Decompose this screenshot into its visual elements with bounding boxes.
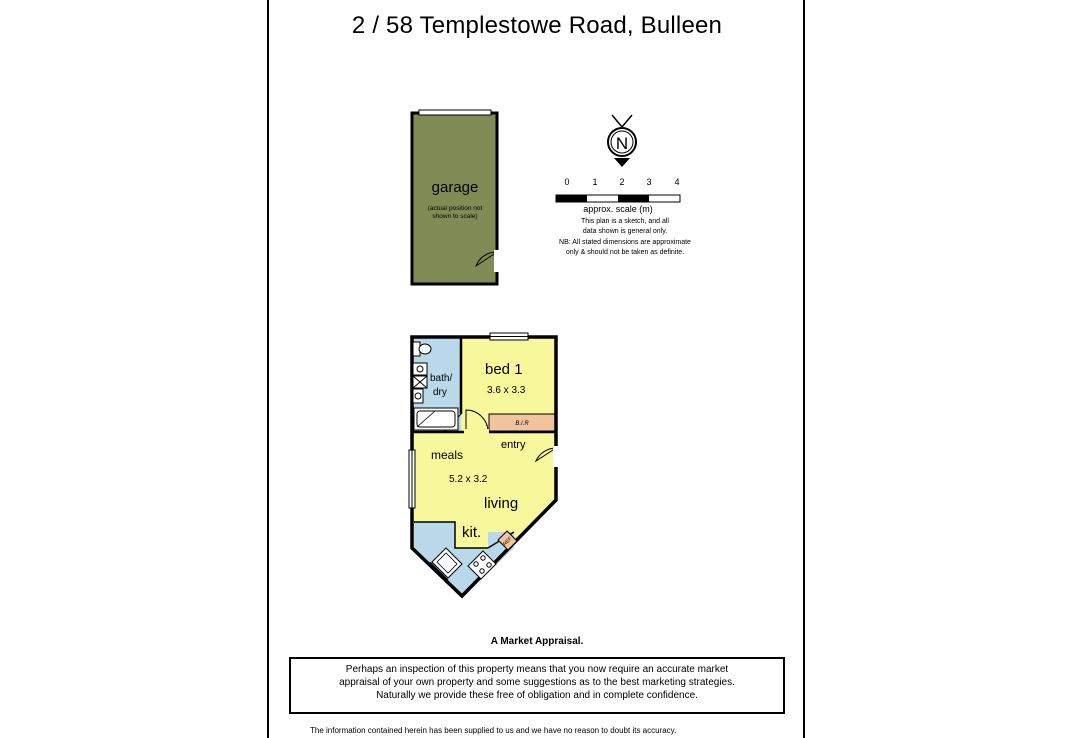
kitchen-bench-edge [414, 521, 488, 549]
fridge-label: REF [502, 536, 513, 547]
bed1-label: bed 1 [485, 361, 523, 378]
garage-door-opening [418, 109, 492, 116]
unit-floor-plan: B.I.R [408, 332, 559, 599]
garage-block: garage (actual position not shown to sca… [410, 109, 500, 286]
plan-note-line-1: This plan is a sketch, and all [581, 218, 669, 225]
bed1-dimensions: 3.6 x 3.3 [487, 385, 526, 396]
dryer-icon [412, 375, 428, 389]
garage-note-line-2: shown to scale) [432, 213, 477, 220]
fridge-icon: REF [497, 530, 518, 551]
garage-label: garage [432, 179, 479, 196]
cooktop-icon [467, 550, 497, 580]
north-arrow-icon: N [607, 114, 637, 167]
north-letter: N [616, 134, 628, 153]
plan-note-line-4: only & should not be taken as definite. [565, 249, 685, 256]
kitchen-bench-area [414, 522, 514, 596]
page-frame [267, 0, 805, 738]
entry-label: entry [501, 439, 526, 451]
plan-note-line-3: NB: All stated dimensions are approximat… [559, 239, 691, 246]
scale-bar [555, 194, 681, 203]
toilet-icon [412, 341, 432, 357]
scale-tick-1: 1 [592, 177, 598, 187]
appraisal-line-3: Naturally we provide these free of oblig… [376, 690, 698, 701]
meals-label: meals [431, 448, 463, 462]
appraisal-heading: A Market Appraisal. [490, 636, 584, 647]
property-address-title: 2 / 58 Templestowe Road, Bulleen [351, 12, 723, 39]
garage-note-line-1: (actual position not [428, 205, 483, 212]
bath-label-line-2: dry [433, 387, 447, 398]
bathtub-icon [413, 407, 459, 431]
washing-machine-icon [412, 362, 428, 376]
meals-dimensions: 5.2 x 3.2 [449, 474, 488, 485]
scale-tick-3: 3 [646, 177, 652, 187]
scale-tick-2: 2 [619, 177, 625, 187]
scale-tick-0: 0 [564, 177, 570, 187]
bath-label-line-1: bath/ [430, 373, 452, 384]
bed1-door [465, 409, 489, 433]
basin-icon [412, 388, 424, 404]
appraisal-line-2: appraisal of your own property and some … [339, 677, 735, 688]
sink-icon [431, 547, 463, 579]
scale-caption: approx. scale (m) [583, 204, 653, 214]
plan-note-line-2: data shown is general only. [582, 228, 668, 235]
living-label: living [484, 495, 518, 512]
garage-door-gap [494, 250, 500, 272]
bir-label: B.I.R [515, 421, 529, 427]
scale-tick-4: 4 [674, 177, 680, 187]
plan-notes: This plan is a sketch, and all data show… [540, 217, 710, 258]
appraisal-notice-box: Perhaps an inspection of this property m… [289, 657, 785, 714]
appraisal-line-1: Perhaps an inspection of this property m… [345, 664, 729, 675]
garage-room [410, 111, 499, 286]
disclaimer-text: The information contained herein has bee… [310, 726, 677, 735]
kitchen-label: kit. [462, 524, 481, 541]
kitchen-window [429, 561, 449, 581]
